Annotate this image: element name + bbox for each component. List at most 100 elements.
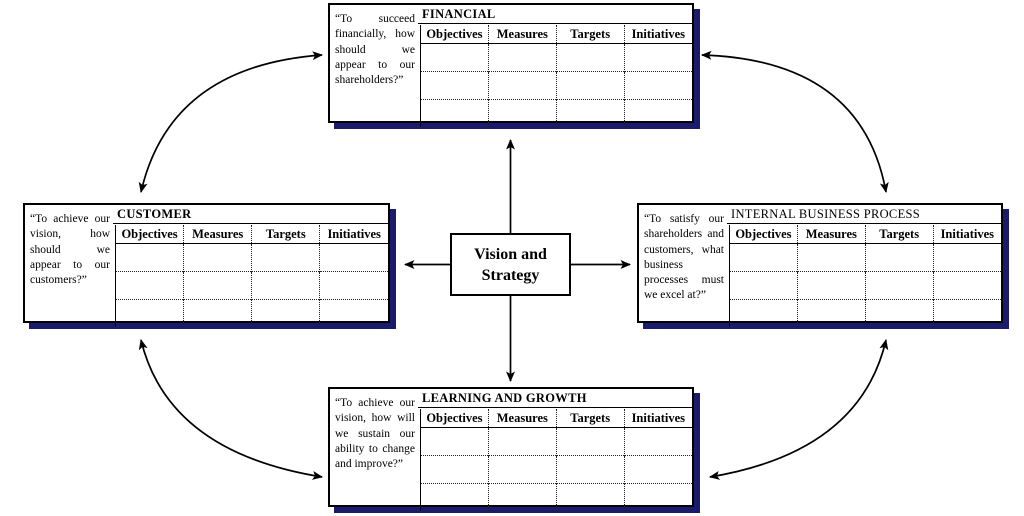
financial-title: FINANCIAL	[418, 5, 692, 24]
internal-business-process-perspective-box: “To satisfy our shareholders and custome…	[637, 203, 1003, 327]
empty-cell	[623, 71, 692, 100]
col-header-initiatives: Initiatives	[623, 25, 692, 44]
vision-strategy-label-line1: Vision and	[474, 245, 547, 263]
internal-table: Objectives Measures Targets Initiatives	[729, 225, 1001, 327]
col-header-measures: Measures	[487, 25, 557, 44]
empty-row	[420, 483, 692, 511]
learning-and-growth-perspective-box: “To achieve our vision, how will we sust…	[328, 387, 694, 511]
learning-table: Objectives Measures Targets Initiatives	[420, 409, 692, 511]
empty-row	[420, 71, 692, 100]
empty-cell	[555, 455, 625, 484]
empty-cell	[116, 244, 184, 272]
empty-cell	[487, 483, 557, 511]
empty-cell	[487, 71, 557, 100]
empty-cell	[729, 271, 798, 300]
empty-cell	[115, 271, 184, 300]
empty-row	[115, 299, 388, 327]
empty-cell	[421, 428, 489, 456]
empty-cell	[487, 99, 557, 127]
empty-cell	[319, 271, 388, 300]
empty-cell	[555, 483, 625, 511]
empty-row	[420, 99, 692, 127]
col-header-objectives: Objectives	[115, 225, 184, 244]
col-header-measures: Measures	[796, 225, 866, 244]
empty-row	[729, 299, 1001, 327]
empty-cell	[487, 455, 557, 484]
empty-cell	[796, 243, 866, 272]
empty-cell	[421, 44, 489, 72]
empty-cell	[555, 427, 625, 456]
col-header-targets: Targets	[251, 225, 320, 244]
empty-cell	[183, 243, 252, 272]
col-header-objectives: Objectives	[729, 225, 798, 244]
learning-question: “To achieve our vision, how will we sust…	[335, 397, 415, 471]
empty-row	[729, 271, 1001, 300]
arrow-customer-learning	[138, 339, 323, 480]
internal-table-area: INTERNAL BUSINESS PROCESS Objectives Mea…	[727, 205, 1001, 327]
empty-cell	[183, 271, 252, 300]
empty-cell	[319, 299, 388, 327]
empty-cell	[420, 483, 489, 511]
empty-cell	[251, 243, 320, 272]
header-row: Objectives Measures Targets Initiatives	[420, 25, 692, 44]
financial-table-area: FINANCIAL Objectives Measures Targets In…	[418, 5, 692, 127]
col-header-targets: Targets	[555, 409, 625, 428]
empty-cell	[623, 43, 692, 72]
empty-cell	[251, 299, 320, 327]
empty-cell	[864, 299, 934, 327]
empty-cell	[796, 299, 866, 327]
empty-cell	[864, 243, 934, 272]
vision-strategy-box: Vision and Strategy	[450, 233, 571, 296]
col-header-targets: Targets	[555, 25, 625, 44]
empty-cell	[420, 99, 489, 127]
col-header-measures: Measures	[183, 225, 252, 244]
empty-cell	[555, 99, 625, 127]
arrow-financial-internal	[701, 50, 889, 193]
empty-cell	[420, 455, 489, 484]
col-header-initiatives: Initiatives	[319, 225, 388, 244]
internal-title: INTERNAL BUSINESS PROCESS	[727, 205, 1001, 224]
empty-cell	[487, 43, 557, 72]
empty-cell	[623, 427, 692, 456]
customer-perspective-box: “To achieve our vision, how should we ap…	[23, 203, 390, 327]
financial-perspective-box: “To succeed financially, how should we a…	[328, 3, 694, 127]
empty-cell	[251, 271, 320, 300]
empty-cell	[623, 99, 692, 127]
empty-cell	[864, 271, 934, 300]
header-row: Objectives Measures Targets Initiatives	[729, 225, 1001, 244]
empty-row	[116, 243, 388, 272]
empty-cell	[115, 299, 184, 327]
empty-cell	[623, 455, 692, 484]
empty-row	[421, 427, 692, 456]
col-header-initiatives: Initiatives	[932, 225, 1001, 244]
empty-cell	[796, 271, 866, 300]
col-header-initiatives: Initiatives	[623, 409, 692, 428]
empty-cell	[932, 299, 1001, 327]
empty-cell	[319, 243, 388, 272]
internal-question: “To satisfy our shareholders and custome…	[644, 213, 724, 302]
empty-row	[115, 271, 388, 300]
customer-question: “To achieve our vision, how should we ap…	[30, 213, 110, 287]
header-row: Objectives Measures Targets Initiatives	[115, 225, 388, 244]
customer-table-area: CUSTOMER Objectives Measures Targets Ini…	[113, 205, 388, 327]
learning-table-area: LEARNING AND GROWTH Objectives Measures …	[418, 389, 692, 511]
vision-strategy-label-line2: Strategy	[481, 266, 540, 284]
col-header-objectives: Objectives	[420, 25, 489, 44]
arrow-customer-financial	[138, 51, 323, 193]
empty-cell	[932, 243, 1001, 272]
empty-cell	[623, 483, 692, 511]
empty-cell	[183, 299, 252, 327]
arrow-internal-learning	[709, 339, 889, 480]
col-header-measures: Measures	[487, 409, 557, 428]
financial-table: Objectives Measures Targets Initiatives	[420, 25, 692, 127]
empty-cell	[420, 71, 489, 100]
empty-cell	[487, 427, 557, 456]
empty-cell	[555, 43, 625, 72]
empty-cell	[730, 244, 798, 272]
col-header-objectives: Objectives	[420, 409, 489, 428]
empty-cell	[729, 299, 798, 327]
financial-question: “To succeed financially, how should we a…	[335, 13, 415, 87]
empty-row	[730, 243, 1001, 272]
empty-row	[421, 43, 692, 72]
